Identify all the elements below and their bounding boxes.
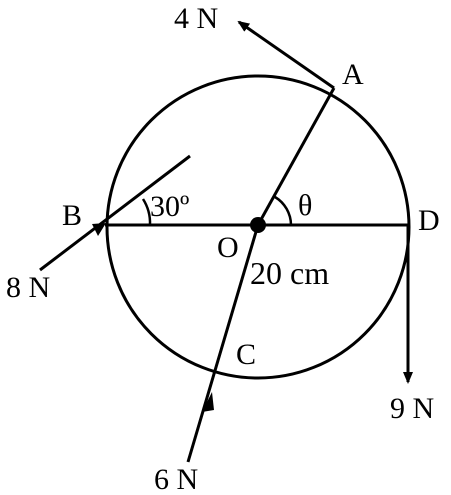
force-label-a: 4 N	[174, 2, 218, 35]
force-label-b: 8 N	[6, 271, 50, 304]
radius-oa	[256, 87, 336, 226]
center-point	[250, 217, 266, 233]
point-label-o: O	[217, 231, 239, 264]
angle-arc-b	[141, 198, 152, 226]
force-arrow-a	[237, 20, 335, 90]
force-line-c	[186, 224, 260, 463]
angle-label-b: 30º	[150, 190, 189, 223]
angle-arc-theta	[274, 195, 293, 226]
point-label-b: B	[62, 199, 82, 232]
force-arrow-head-b	[92, 223, 106, 236]
point-label-c: C	[236, 338, 256, 371]
force-label-d: 9 N	[390, 392, 434, 425]
point-label-a: A	[342, 58, 364, 91]
angle-label-theta: θ	[298, 189, 312, 222]
force-label-c: 6 N	[154, 463, 198, 495]
force-line-b	[39, 154, 191, 272]
point-label-d: D	[418, 204, 440, 237]
force-arrow-head-c	[202, 392, 214, 412]
radius-label: 20 cm	[250, 255, 329, 291]
